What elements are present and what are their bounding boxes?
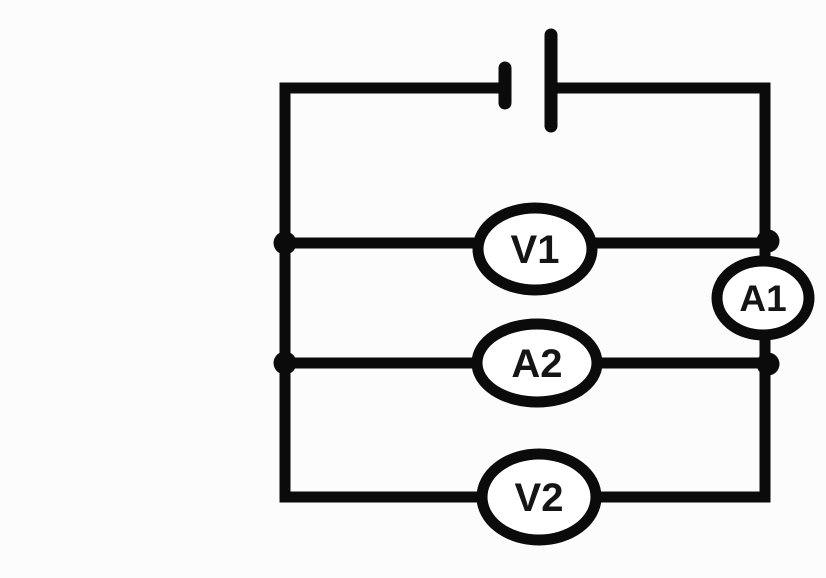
voltmeter-v1-body xyxy=(472,202,598,296)
ammeter-a1-body xyxy=(711,255,815,341)
junction-dot-right-lower xyxy=(756,352,780,376)
junction-dot-left-upper xyxy=(273,231,297,255)
ammeter-a2-body xyxy=(471,318,603,408)
ammeter-a2-label: A2 xyxy=(511,342,562,386)
junction-dot-left-lower xyxy=(273,351,297,375)
junction-dot-right-upper xyxy=(756,229,780,253)
ammeter-a1-label: A1 xyxy=(739,278,786,319)
voltmeter-v2-label: V2 xyxy=(515,476,564,520)
voltmeter-v1-label: V1 xyxy=(511,228,560,272)
voltmeter-v2-body xyxy=(476,448,602,546)
